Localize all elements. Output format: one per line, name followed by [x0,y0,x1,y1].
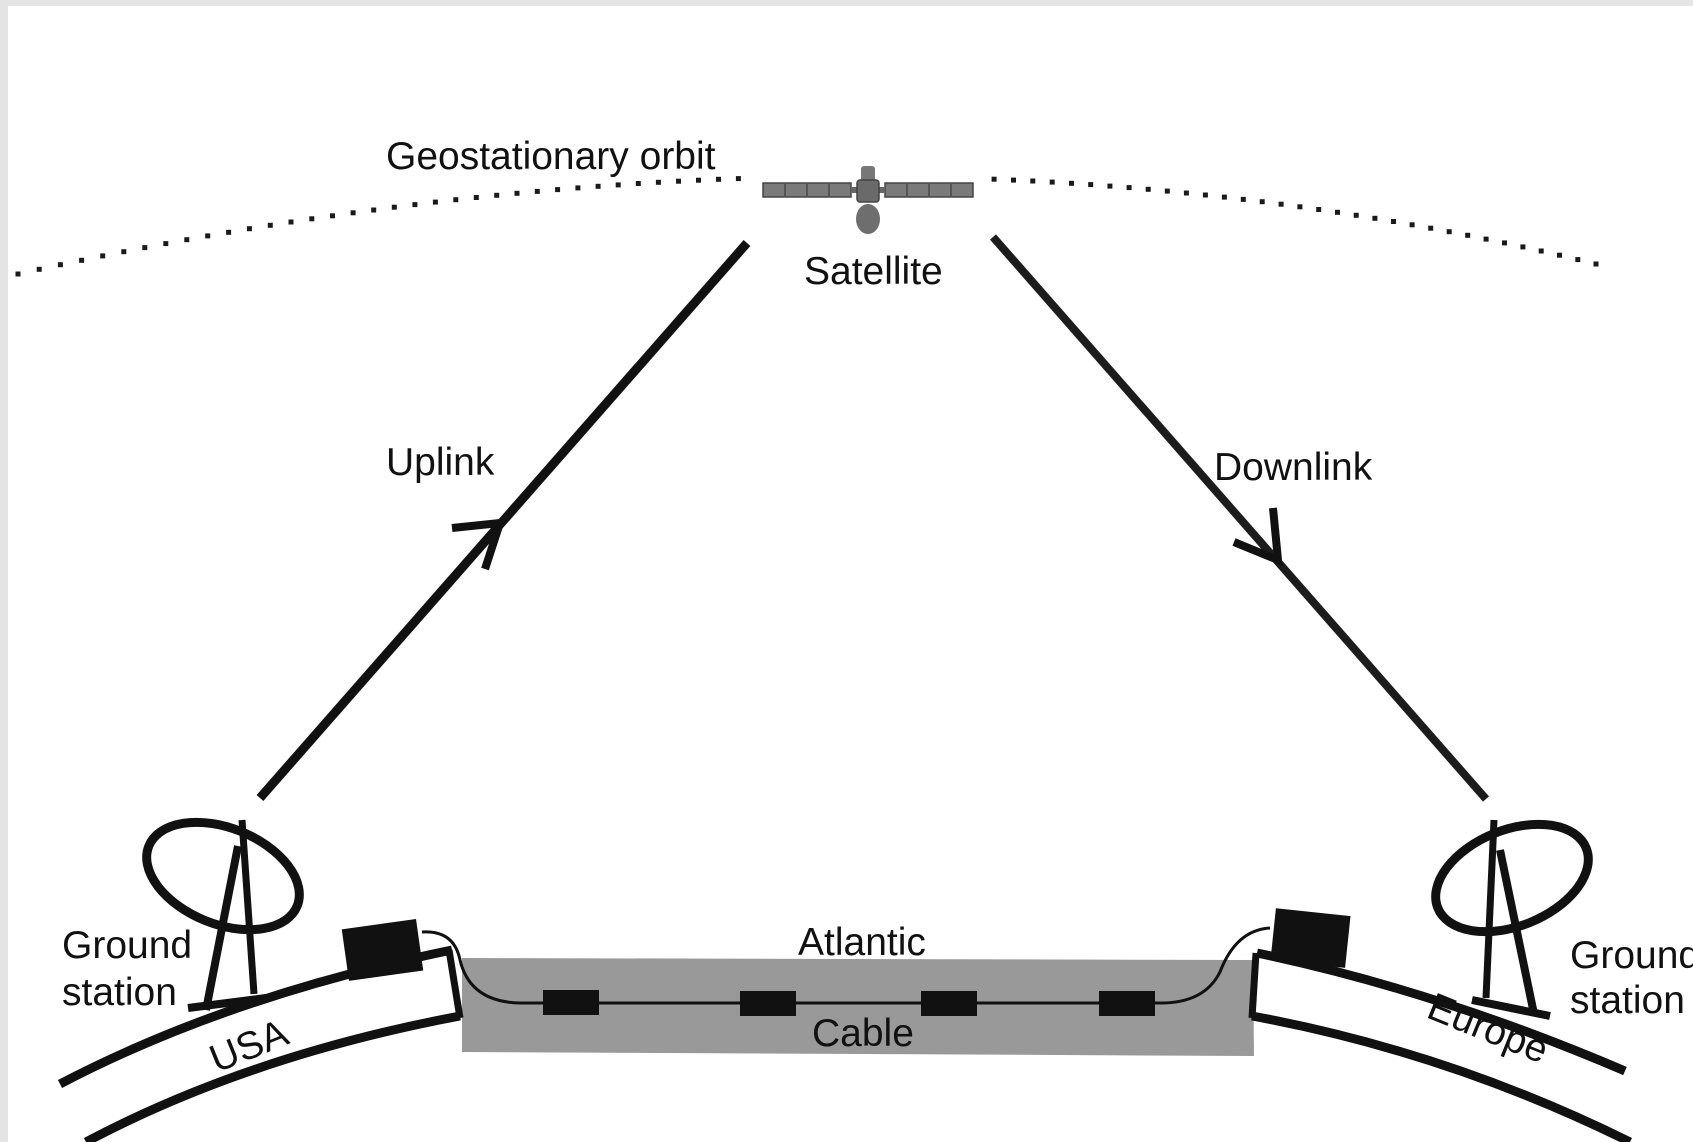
orbit-dot [79,257,85,263]
atlantic-cable [421,926,1271,1005]
orbit-dot [1126,185,1132,191]
orbit-dot [350,210,356,216]
orbit-dot [1107,183,1113,189]
uplink-arrow-icon [451,518,506,571]
orbit-dot [1575,257,1581,263]
orbit-dot [1259,199,1265,205]
orbit-dot [1164,188,1170,194]
orbit-dot [473,195,479,200]
ground-station-usa-label-line1: Ground [62,924,192,967]
orbit-dot [371,207,377,213]
cable-repeater [740,991,796,1016]
satellite-icon [762,166,974,234]
orbit-dot [494,192,500,198]
orbit-dot [635,181,641,186]
orbit-dot [100,253,106,259]
orbit-dot [1593,261,1599,267]
orbit-dot [1372,215,1378,221]
europe-cable-terminal [1270,908,1351,968]
atlantic-ocean [462,958,1254,1056]
orbit-dot [1316,207,1322,212]
orbit-dot [1183,190,1189,196]
orbit-dot [1049,179,1055,185]
orbit-dot [595,183,601,189]
atlantic-label: Atlantic [798,921,926,964]
orbit-dot [15,271,21,277]
orbit-dot [1353,212,1359,218]
orbit-dot [1145,186,1151,192]
orbit-dot [1069,180,1074,186]
orbit-dot [246,226,252,232]
ground-station-europe-label-line2: station [1570,979,1685,1022]
orbit-dot [1538,248,1544,254]
orbit-dot [1502,240,1507,246]
orbit-dot [1520,244,1526,250]
orbit-dot [1465,232,1471,238]
orbit-dot [1446,229,1452,235]
satellite-link-diagram: Geostationary orbit Satellite Uplink Dow… [15,135,1693,1142]
orbit-dot [735,176,741,182]
orbit-dot [615,182,621,188]
downlink-label: Downlink [1214,446,1373,489]
downlink-arrow-icon [1232,507,1283,567]
orbit-dot [1221,194,1227,200]
orbit-dot [288,219,294,225]
orbit-dot [655,179,661,185]
orbit-dot [142,245,148,251]
orbit-dot [391,204,397,210]
orbit-dot [676,178,681,184]
orbit-dot [330,213,335,219]
uplink-label: Uplink [386,441,495,484]
orbit-dot [36,266,42,272]
diagram-canvas: Geostationary orbit Satellite Uplink Dow… [8,6,1693,1142]
orbit-dot [432,199,438,205]
geostationary-orbit-arc [15,176,1599,277]
satellite-label: Satellite [804,250,943,293]
orbit-dot [1557,252,1562,258]
orbit-dot [267,222,273,228]
orbit-dot [412,202,418,208]
cable-repeater [1099,991,1155,1016]
orbit-dot [453,197,459,203]
orbit-dot [696,177,701,183]
cable-label: Cable [812,1012,914,1055]
usa-cable-terminal [341,918,424,981]
cable-repeaters [543,990,1155,1016]
coastline [445,949,1260,1019]
orbit-label: Geostationary orbit [386,135,716,178]
orbit-dot [716,176,721,182]
orbit-dot [1202,192,1208,198]
orbit-dot [1011,177,1016,183]
orbit-dot [534,188,540,194]
orbit-dot [1297,204,1303,210]
ground-station-usa-label-line2: station [62,971,177,1014]
cable-repeater [921,991,977,1016]
orbit-dot [57,262,63,268]
orbit-dot [205,233,211,239]
europe-ground-station-icon [1431,819,1593,1020]
orbit-dot [991,176,997,182]
orbit-dot [1240,196,1246,202]
orbit-dot [1335,209,1340,215]
earth-surface [57,945,1632,1142]
orbit-dot [1391,219,1396,224]
orbit-dot [309,216,315,222]
orbit-dot [226,229,232,235]
orbit-dot [1278,201,1284,207]
orbit-dot [1409,222,1415,228]
ground-station-europe-label-line1: Ground [1570,934,1693,977]
downlink-beam [989,234,1490,802]
orbit-dot [121,249,127,255]
orbit-dot [1483,236,1489,242]
cable-repeater [543,990,599,1015]
orbit-dot [575,185,581,191]
orbit-dot [555,187,561,193]
orbit-dot [1088,182,1094,188]
usa-ground-station-icon [142,817,304,1012]
orbit-dot [514,190,520,196]
orbit-dot [1030,178,1036,184]
orbit-dot [163,241,169,247]
orbit-dot [1428,225,1434,231]
orbit-dot [184,237,190,243]
